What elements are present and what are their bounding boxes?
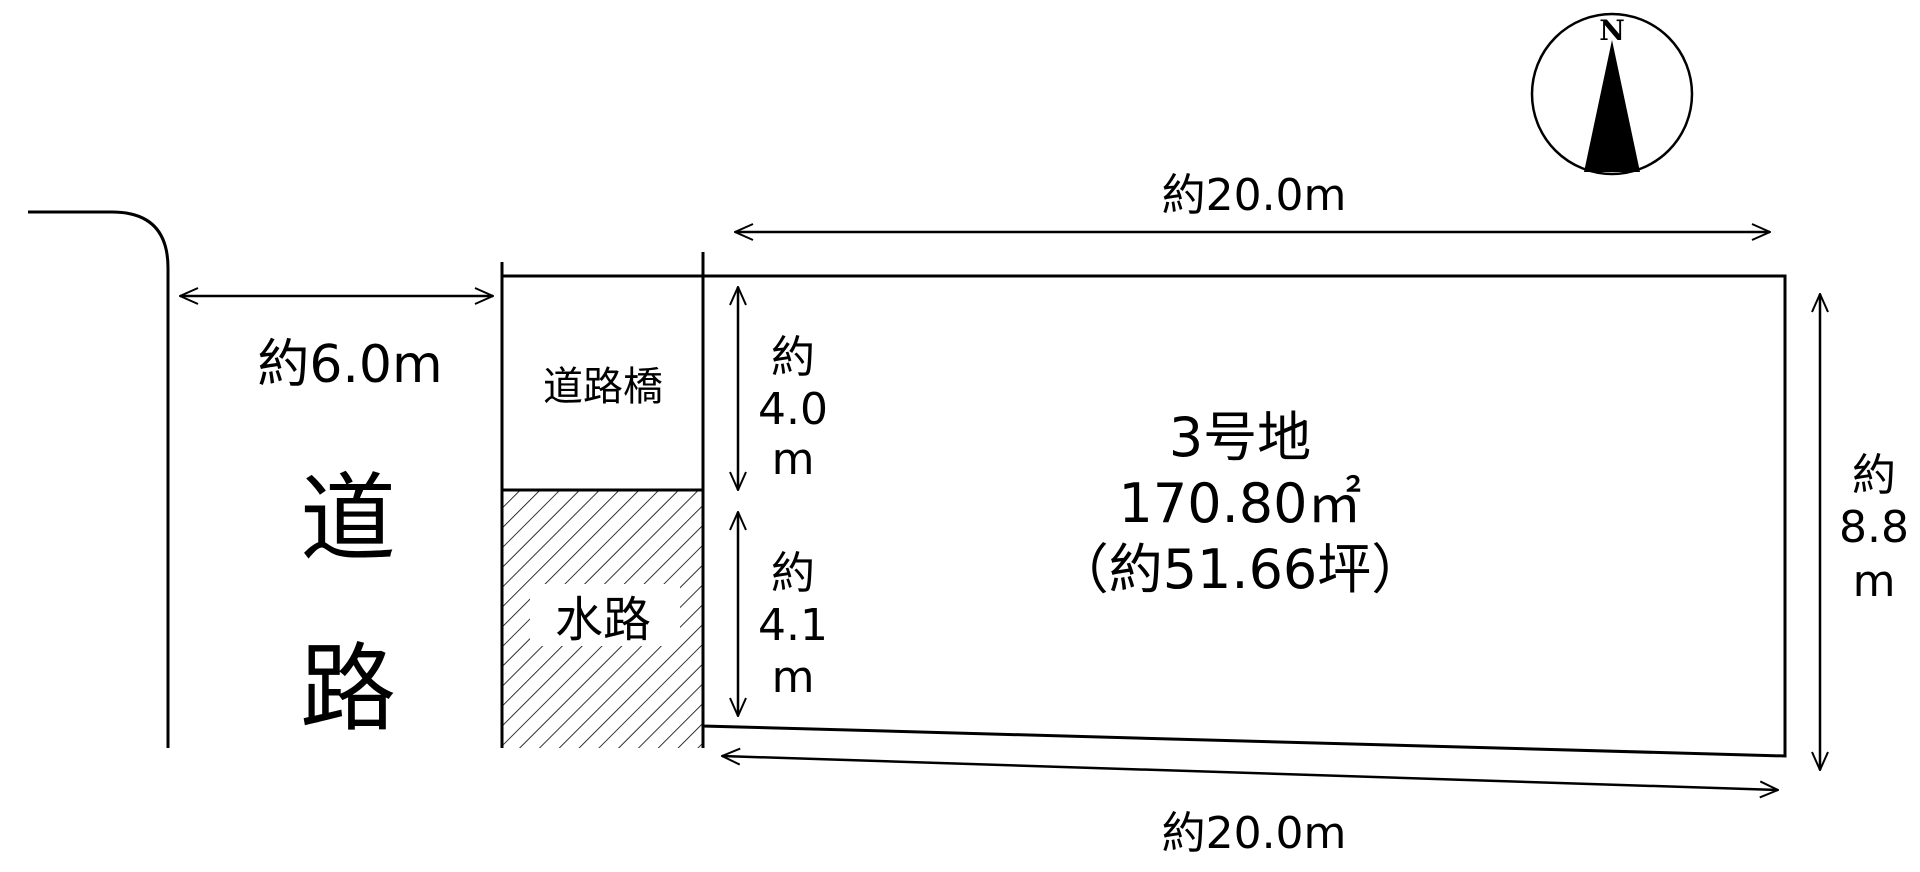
bridge-label: 道路橋 [543, 364, 663, 410]
left-lower-label-line3: m [772, 652, 815, 703]
bottom-width-dimension-arrow [722, 756, 1778, 790]
left-upper-label-line2: 4.0 [758, 384, 828, 435]
road-label-line1: 道 [300, 463, 396, 575]
road-label-line2: 路 [300, 633, 396, 745]
lot-area-tsubo-label: （約51.66坪） [1055, 538, 1426, 601]
road-edge-line [28, 210, 170, 748]
waterway-label-mask [530, 584, 680, 646]
right-depth-label-line3: m [1853, 556, 1896, 607]
left-upper-label-line1: 約 [771, 332, 815, 383]
left-lower-label-line2: 4.1 [758, 600, 828, 651]
north-label: N [1599, 14, 1625, 47]
north-compass-icon: N [1530, 12, 1694, 176]
left-lower-label-line1: 約 [771, 548, 815, 599]
lot-area-sqm-label: 170.80㎡ [1119, 472, 1362, 535]
bottom-width-label: 約20.0m [1162, 808, 1347, 859]
right-depth-label-line1: 約 [1852, 450, 1896, 501]
waterway-label: 水路 [555, 592, 651, 648]
lot-3-boundary [701, 274, 1787, 758]
left-upper-label-line3: m [772, 434, 815, 485]
lot-name-label: 3号地 [1169, 406, 1311, 469]
right-depth-label-line2: 8.8 [1839, 502, 1909, 553]
road-width-label: 約6.0m [257, 335, 442, 395]
top-width-label: 約20.0m [1162, 170, 1347, 221]
